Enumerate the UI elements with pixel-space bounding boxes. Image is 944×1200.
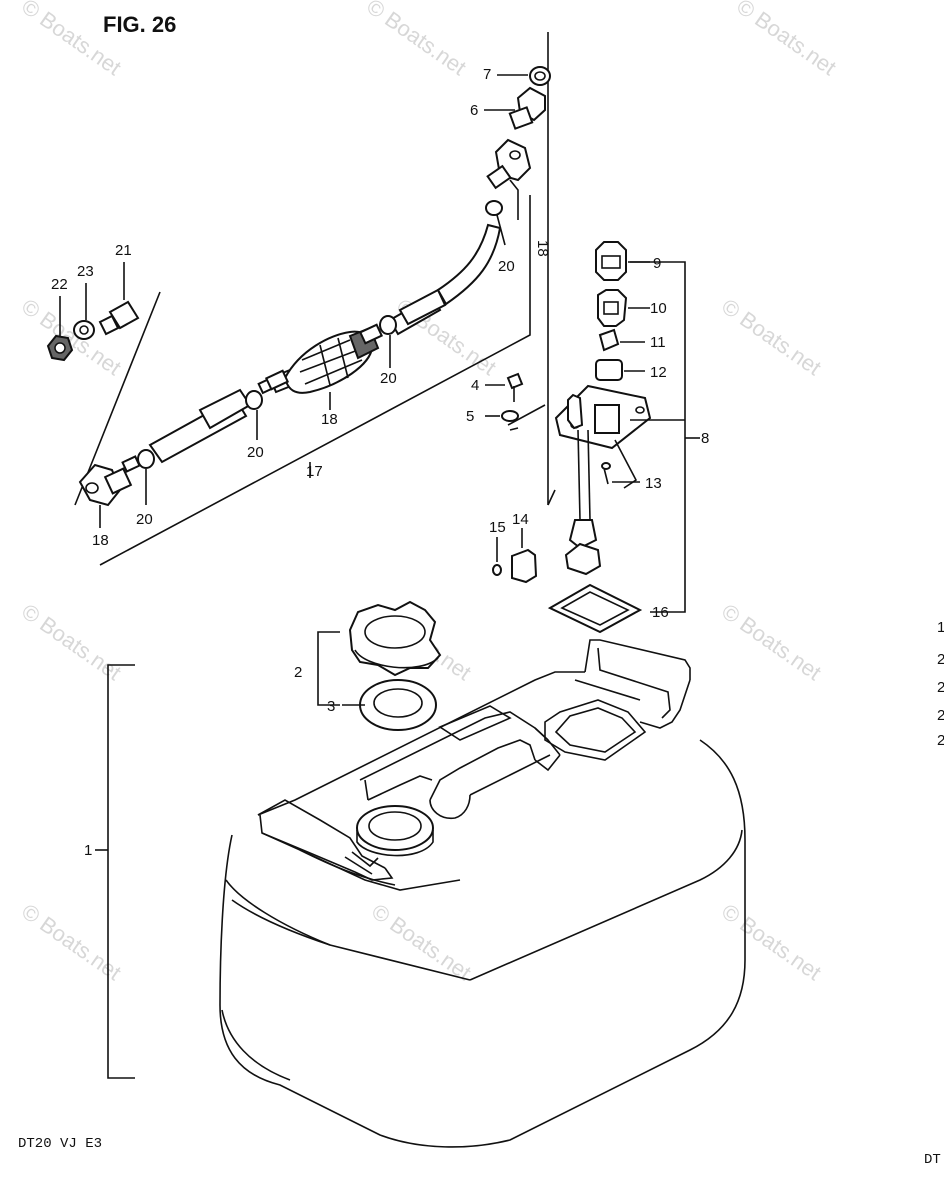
- callout-14: 14: [512, 511, 529, 528]
- gauge-cap: [595, 241, 627, 281]
- watermark: © Boats.net: [362, 0, 471, 80]
- fuel-fitting: [508, 86, 546, 130]
- gauge-washer: [501, 410, 519, 422]
- callout-10: 10: [650, 300, 667, 317]
- float: [511, 548, 538, 584]
- watermark: © Boats.net: [17, 294, 126, 381]
- bracket-gauge: [630, 261, 686, 613]
- callout-17: 17: [306, 463, 323, 480]
- callout-2: 2: [294, 664, 302, 681]
- callout-19: 18: [321, 411, 338, 428]
- svg-text:2: 2: [937, 732, 944, 749]
- gauge-gasket: [547, 583, 643, 634]
- bracket-cap: [317, 631, 340, 706]
- callout-16: 16: [652, 604, 669, 621]
- connector-left: [78, 463, 133, 507]
- primer-bulb: [264, 323, 384, 394]
- callout-7: 7: [483, 66, 491, 83]
- watermark: © Boats.net: [367, 899, 476, 986]
- callout-12: 12: [650, 364, 667, 381]
- callout-4: 4: [471, 377, 479, 394]
- callout-9: 9: [653, 255, 661, 272]
- watermark: © Boats.net: [17, 599, 126, 686]
- callout-1: 1: [84, 842, 92, 859]
- gauge-screw: [506, 372, 611, 485]
- model-code: DT20 VJ E3: [18, 1136, 102, 1152]
- fuel-cap: [348, 600, 442, 677]
- gauge-body: [554, 384, 652, 576]
- hose-assembly-outline: [74, 291, 161, 506]
- callout-13: 13: [645, 475, 662, 492]
- callout-20: 20: [136, 511, 153, 528]
- nut: [46, 334, 74, 362]
- figure-title: FIG. 26: [103, 12, 176, 37]
- callout-20: 20: [498, 258, 515, 275]
- callout-18: 18: [534, 240, 551, 257]
- callout-21: 21: [115, 242, 132, 259]
- fuel-tank: [219, 639, 746, 1148]
- watermark: © Boats.net: [717, 899, 826, 986]
- watermark: © Boats.net: [717, 599, 826, 686]
- gauge-seal: [595, 359, 623, 381]
- svg-text:1: 1: [937, 619, 944, 636]
- gauge-lens: [597, 289, 628, 327]
- hose-fitting: [98, 300, 140, 336]
- callout-8: 8: [701, 430, 709, 447]
- cap-gasket: [359, 679, 437, 731]
- callout-15: 15: [489, 519, 506, 536]
- bracket-part-1: [107, 664, 135, 1079]
- fuel-hose: [148, 223, 502, 464]
- float-clip: [492, 564, 502, 576]
- watermark: © Boats.net: [717, 294, 826, 381]
- adjacent-page-fragment: 1 2 2 2 2: [937, 619, 944, 749]
- connector-right: [486, 138, 532, 190]
- svg-text:2: 2: [937, 679, 944, 696]
- callout-11: 11: [650, 334, 666, 351]
- callout-3: 3: [327, 698, 335, 715]
- watermark: © Boats.net: [17, 899, 126, 986]
- callout-22: 22: [51, 276, 68, 293]
- washer: [73, 320, 95, 340]
- callout-20: 20: [247, 444, 264, 461]
- o-ring: [529, 66, 551, 86]
- watermark: © Boats.net: [732, 0, 841, 80]
- svg-text:2: 2: [937, 651, 944, 668]
- callout-5: 5: [466, 408, 474, 425]
- gauge-plate: [598, 328, 620, 352]
- svg-text:2: 2: [937, 707, 944, 724]
- hose-clip: [137, 200, 503, 469]
- callout-20: 20: [380, 370, 397, 387]
- callout-23: 23: [77, 263, 94, 280]
- edge-model-code: DT: [924, 1152, 941, 1168]
- callout-6: 6: [470, 102, 478, 119]
- callout-18: 18: [92, 532, 109, 549]
